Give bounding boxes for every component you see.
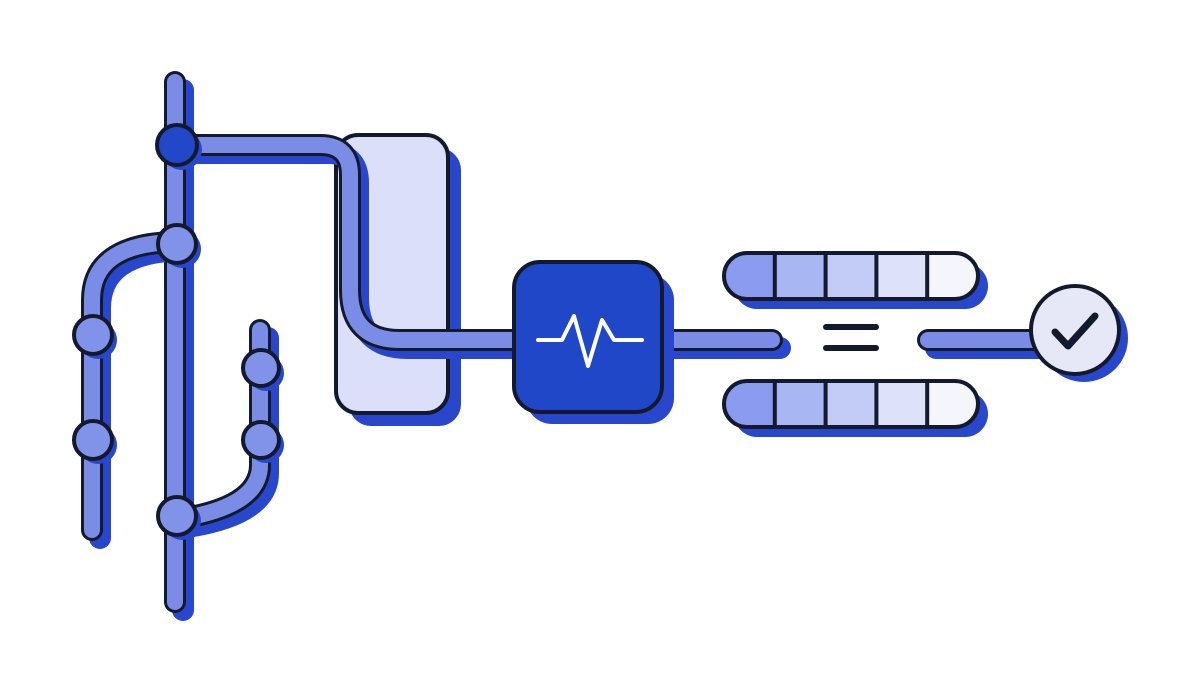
equals-icon bbox=[823, 324, 879, 351]
junction-node-upper-body bbox=[156, 223, 198, 265]
left-branch-node-1 bbox=[72, 314, 117, 359]
junction-node-top bbox=[155, 123, 202, 170]
progress-bar-bottom bbox=[722, 379, 988, 437]
right-branch-node-1 bbox=[241, 348, 284, 391]
left-branch-pipe-fill bbox=[84, 234, 180, 538]
right-branch-node-2-body bbox=[241, 420, 281, 460]
right-branch-pipe bbox=[174, 319, 279, 537]
progress-bar-top-segments bbox=[724, 253, 978, 299]
progress-bar-top-outline bbox=[722, 251, 980, 301]
right-branch-pipe-fill bbox=[177, 322, 268, 526]
progress-bar-bottom-segments bbox=[724, 381, 978, 427]
progress-bar-bottom-segment bbox=[825, 381, 877, 427]
pulse-waveform-icon bbox=[536, 314, 644, 368]
checkpoint-circle-body bbox=[1029, 284, 1121, 376]
left-branch-node-2-body bbox=[72, 419, 114, 461]
junction-node-lower bbox=[156, 495, 201, 540]
monitor-box-body bbox=[512, 260, 664, 414]
tank-inlet-pipe bbox=[164, 134, 539, 359]
checkmark-icon bbox=[1051, 312, 1099, 350]
progress-bar-bottom-segment bbox=[774, 381, 826, 427]
progress-bar-top bbox=[722, 251, 988, 309]
left-branch-node-2 bbox=[72, 419, 117, 464]
progress-bar-bottom-outline bbox=[722, 379, 980, 429]
right-branch-node-2 bbox=[241, 420, 284, 463]
left-branch-node-1-body bbox=[72, 314, 114, 356]
monitor-outlet-pipe bbox=[649, 329, 791, 359]
junction-node-lower-body bbox=[156, 495, 198, 537]
monitor-box bbox=[512, 260, 674, 424]
tank-inlet-pipe-fill bbox=[167, 137, 528, 348]
progress-bar-top-segment bbox=[825, 253, 877, 299]
right-branch-node-1-body bbox=[241, 348, 281, 388]
checkpoint-circle bbox=[1029, 284, 1128, 382]
junction-node-upper bbox=[156, 223, 201, 268]
progress-bar-bottom-segment bbox=[876, 381, 928, 427]
progress-bar-top-segment bbox=[876, 253, 928, 299]
junction-node-top-body bbox=[155, 123, 199, 167]
progress-bar-top-segment bbox=[774, 253, 826, 299]
checkpoint-inlet-pipe bbox=[917, 329, 1059, 359]
